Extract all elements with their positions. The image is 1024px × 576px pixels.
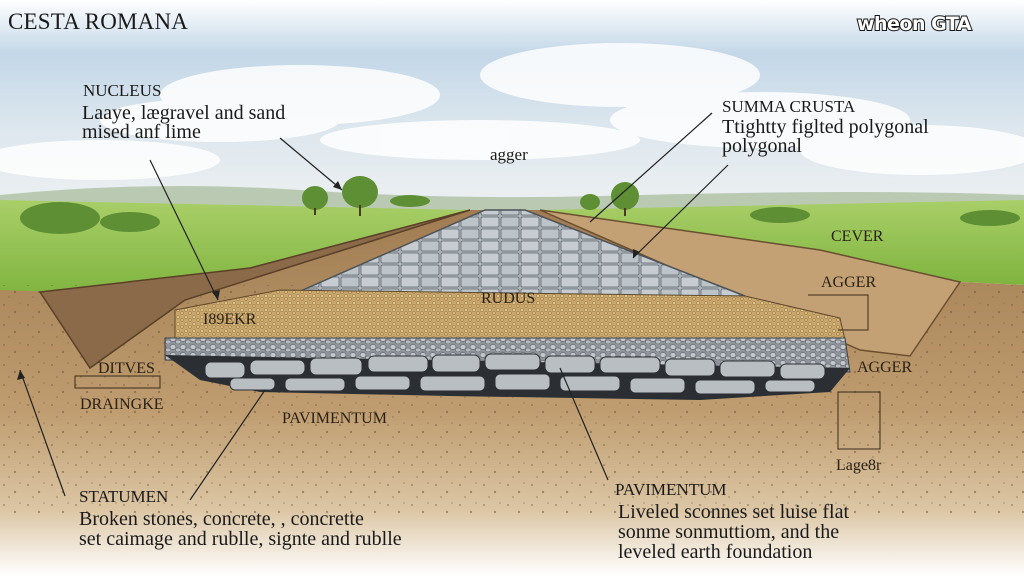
summa-crusta-desc-line2: polygonal bbox=[722, 135, 802, 157]
rudus-label: RUDUS bbox=[481, 290, 536, 307]
nucleus-heading: NUCLEUS bbox=[83, 81, 162, 100]
left-embankment bbox=[38, 209, 471, 370]
nucleus-desc-line2: mised anf lime bbox=[82, 121, 201, 143]
page-title: CESTA ROMANA bbox=[8, 9, 189, 34]
layer-189ekr-label: I89EKR bbox=[203, 311, 257, 328]
ditch-box bbox=[74, 375, 161, 389]
large-stones bbox=[204, 353, 826, 395]
ditves-label: DITVES bbox=[98, 360, 155, 377]
pavimentum-bottom-heading: PAVIMENTUM bbox=[615, 480, 727, 499]
statumen-desc-line2: set caimage and rublle, signte and rubll… bbox=[79, 528, 402, 550]
trees bbox=[20, 176, 1020, 234]
agger-sky-label: agger bbox=[490, 145, 528, 164]
right-field bbox=[540, 200, 1024, 285]
wheon-gta-logo: wheon GTA bbox=[856, 12, 973, 36]
lage8r-label: Lage8r bbox=[836, 457, 882, 474]
statumen-desc-line1: Broken stones, concrete, , concrette bbox=[79, 508, 364, 530]
summa-crusta-heading: SUMMA CRUSTA bbox=[722, 97, 856, 116]
cever-label: CEVER bbox=[831, 228, 884, 245]
agger-upper-label: AGGER bbox=[821, 274, 877, 291]
pavimentum-mid-label: PAVIMENTUM bbox=[282, 410, 387, 427]
pavimentum-bottom-desc-line2: sonme sonmuttiom, and the bbox=[618, 521, 840, 543]
pavimentum-bottom-desc-line3: leveled earth foundation bbox=[618, 541, 813, 563]
pavimentum-bottom-desc-line1: Liveled sconnes set luise flat bbox=[618, 501, 850, 523]
agger-box bbox=[837, 391, 881, 450]
nucleus-desc-line1: Laaye, lægravel and sand bbox=[82, 102, 286, 124]
summa-crusta-desc-line1: Ttightty figlted polygonal bbox=[722, 116, 929, 138]
clouds bbox=[0, 43, 1024, 180]
draingke-label: DRAINGKE bbox=[80, 396, 164, 413]
leader-lines bbox=[19, 112, 729, 501]
statumen-heading: STATUMEN bbox=[79, 487, 169, 506]
agger-lower-label: AGGER bbox=[857, 359, 913, 376]
